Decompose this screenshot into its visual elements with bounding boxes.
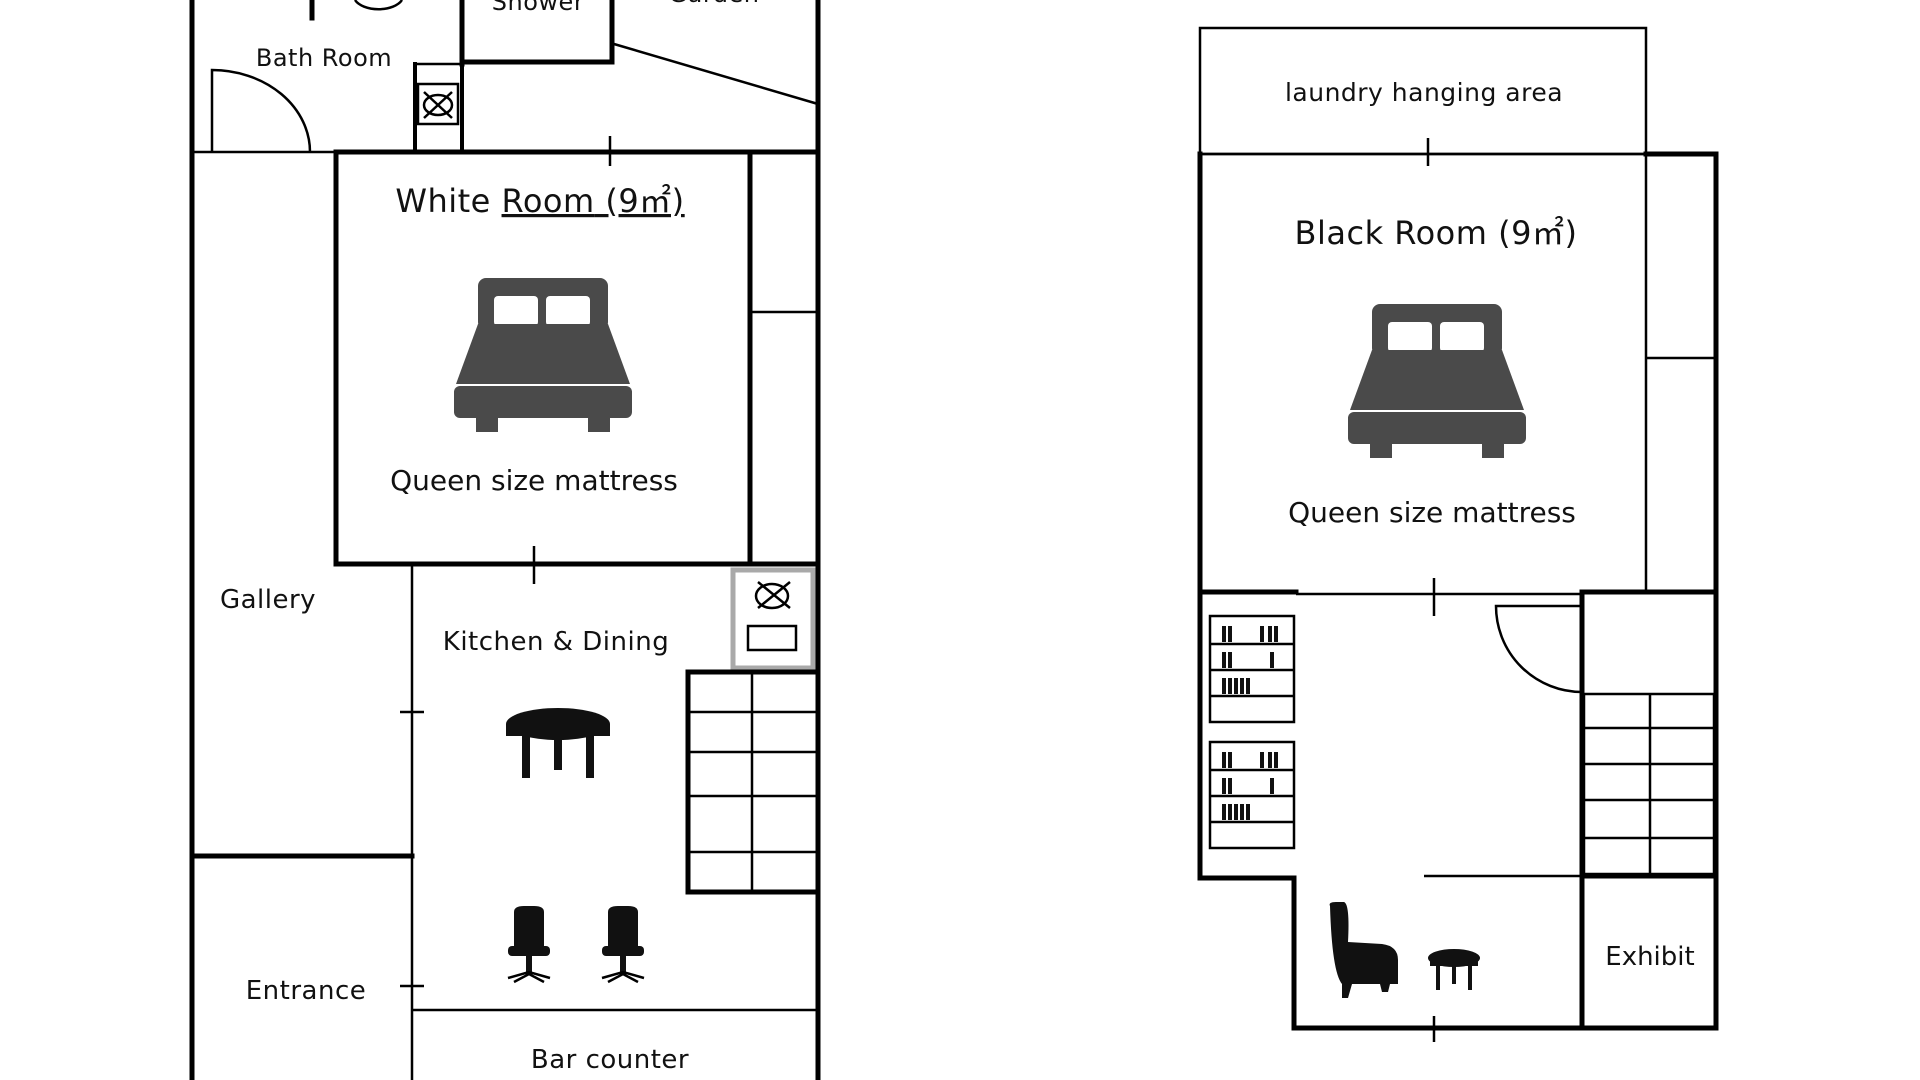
shower-label: Shower	[492, 0, 584, 16]
armchair-icon	[1329, 902, 1398, 998]
bar-counter-label: Bar counter	[531, 1045, 689, 1075]
office-chair-icon	[601, 906, 645, 984]
toilet-icon	[353, 0, 404, 11]
stove-icon	[730, 567, 816, 671]
bath-room-label: Bath Room	[256, 44, 392, 72]
bookshelf-icon	[1208, 614, 1296, 724]
black-room-title: Black Room (9㎡)	[1295, 214, 1578, 252]
exhibit-label: Exhibit	[1605, 942, 1694, 972]
entrance-label: Entrance	[246, 976, 367, 1006]
sink-icon	[416, 82, 460, 126]
white-room-area: (9㎡)	[595, 182, 685, 220]
staircase	[685, 669, 821, 895]
left-floor-plan: Shower Garden Bath Room White Room (9㎡) …	[189, 0, 821, 1080]
white-room-title: White Room (9㎡)	[395, 182, 684, 220]
bed-icon	[1348, 304, 1526, 458]
white-room-prefix: White	[395, 182, 501, 220]
kitchen-dining-label: Kitchen & Dining	[443, 627, 669, 657]
right-floor-plan: laundry hanging area Black Room (9㎡) Que…	[1197, 26, 1719, 1042]
staircase	[1582, 692, 1716, 876]
office-chair-icon	[507, 906, 551, 984]
black-room-bed-caption: Queen size mattress	[1288, 496, 1576, 529]
bookshelf-icon	[1208, 740, 1296, 850]
gallery-label: Gallery	[220, 585, 316, 615]
garden-label: Garden	[669, 0, 760, 8]
white-room-word: Room	[502, 182, 595, 220]
white-room-bed-caption: Queen size mattress	[390, 464, 678, 497]
bed-icon	[454, 278, 632, 432]
laundry-label: laundry hanging area	[1285, 78, 1563, 107]
round-table-icon	[506, 708, 610, 778]
side-table-icon	[1428, 949, 1480, 990]
